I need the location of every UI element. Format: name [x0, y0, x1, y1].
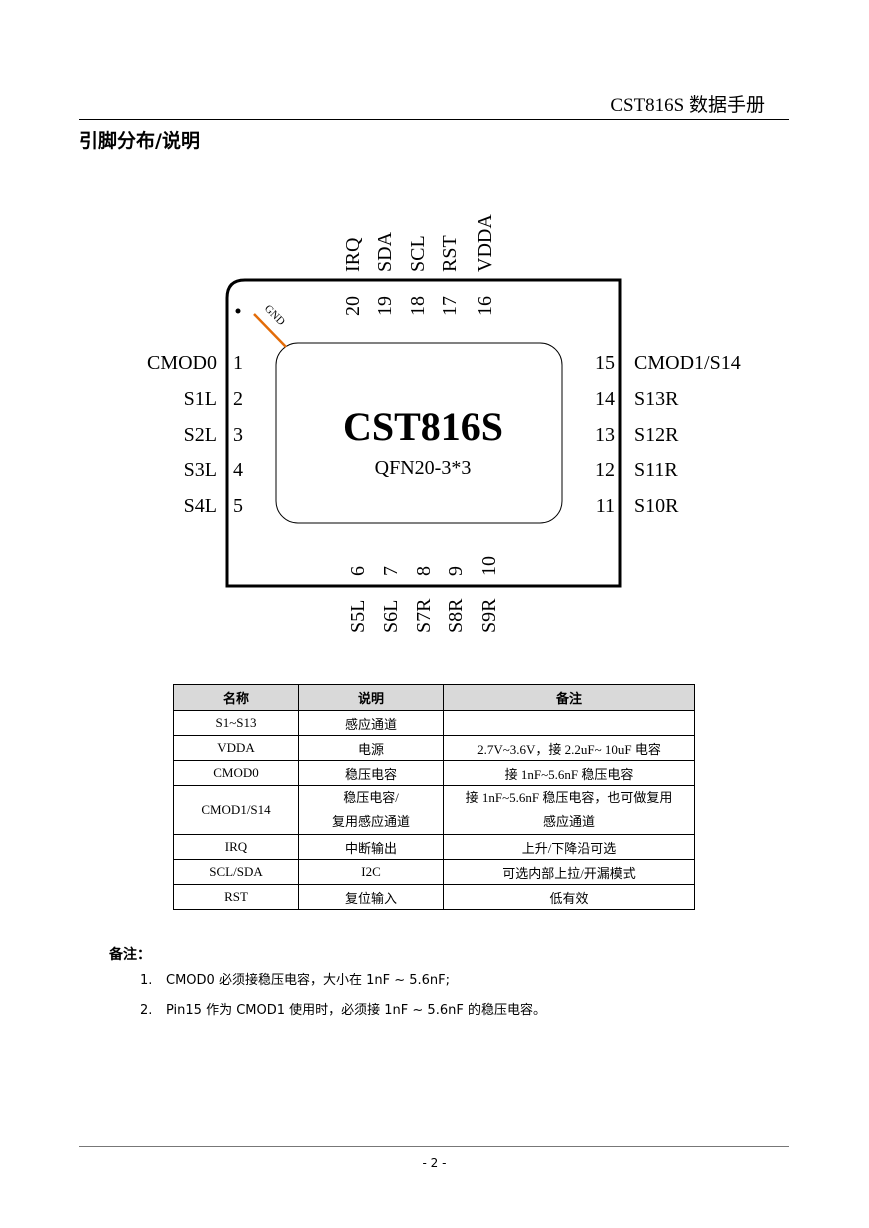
table-cell: 稳压电容: [298, 760, 444, 786]
pin-label: S9R: [478, 598, 500, 633]
chip-die: [275, 342, 563, 524]
pin-number: 3: [233, 424, 243, 446]
column-header-description: 说明: [298, 684, 444, 711]
list-item: 2. Pin15 作为 CMOD1 使用时，必须接 1nF ~ 5.6nF 的稳压…: [140, 996, 546, 1026]
pin-label: S6L: [380, 600, 402, 633]
table-cell: 接 1nF~5.6nF 稳压电容，也可做复用 感应通道: [443, 785, 695, 835]
pin-number: 2: [233, 388, 243, 410]
right-pins: 15 CMOD1/S14 14 S13R 13 S12R 12 S11R 11 …: [595, 352, 741, 517]
table-cell: [443, 710, 695, 736]
table-cell: CMOD1/S14: [173, 785, 299, 835]
pin-label: SDA: [374, 231, 396, 272]
pin-number: 7: [380, 566, 402, 576]
table-cell: 稳压电容/ 复用感应通道: [298, 785, 444, 835]
pin-label: IRQ: [342, 237, 364, 272]
pin-label: S1L: [184, 388, 217, 410]
table-row: IRQ 中断输出 上升/下降沿可选: [173, 834, 695, 860]
table-row: CMOD0 稳压电容 接 1nF~5.6nF 稳压电容: [173, 760, 695, 786]
pin-number: 15: [595, 352, 615, 374]
list-item-text: CMOD0 必须接稳压电容，大小在 1nF ~ 5.6nF;: [166, 973, 450, 988]
table-cell: 低有效: [443, 884, 695, 910]
pin-label: SCL: [407, 235, 429, 272]
pin-number: 8: [413, 566, 435, 576]
pin-description-table: 名称 说明 备注 S1~S13 感应通道 VDDA 电源 2.7V~3.6V，接…: [173, 684, 695, 910]
table-row: SCL/SDA I2C 可选内部上拉/开漏模式: [173, 859, 695, 885]
pin-number: 18: [407, 296, 429, 316]
pin-number: 9: [445, 566, 467, 576]
table-row: CMOD1/S14 稳压电容/ 复用感应通道 接 1nF~5.6nF 稳压电容，…: [173, 785, 695, 835]
pin-number: 1: [233, 352, 243, 374]
list-item-text: Pin15 作为 CMOD1 使用时，必须接 1nF ~ 5.6nF 的稳压电容…: [166, 1003, 546, 1018]
pin-number: 11: [596, 495, 615, 517]
header-divider: [79, 119, 789, 120]
footer-divider: [79, 1146, 789, 1147]
pin-label: CMOD0: [147, 352, 217, 374]
pin-number: 19: [374, 296, 396, 316]
pin-number: 4: [233, 459, 243, 481]
left-pins: CMOD0 1 S1L 2 S2L 3 S3L 4 S4L 5: [147, 352, 243, 517]
table-cell: 感应通道: [298, 710, 444, 736]
table-row: S1~S13 感应通道: [173, 710, 695, 736]
pin-number: 6: [347, 566, 369, 576]
page-number: - 2 -: [422, 1156, 447, 1170]
table-cell: 中断输出: [298, 834, 444, 860]
pin-label: S11R: [634, 459, 678, 481]
table-cell: I2C: [298, 859, 444, 885]
table-cell: 可选内部上拉/开漏模式: [443, 859, 695, 885]
column-header-remarks: 备注: [443, 684, 695, 711]
table-cell: 上升/下降沿可选: [443, 834, 695, 860]
pin-label: S4L: [184, 495, 217, 517]
pin-label: CMOD1/S14: [634, 352, 741, 374]
table-cell: 2.7V~3.6V，接 2.2uF~ 10uF 电容: [443, 735, 695, 761]
pin-number: 10: [478, 556, 500, 576]
table-cell: VDDA: [173, 735, 299, 761]
table-cell: RST: [173, 884, 299, 910]
chip-package: QFN20-3*3: [375, 457, 472, 479]
list-item: 1. CMOD0 必须接稳压电容，大小在 1nF ~ 5.6nF;: [140, 966, 546, 996]
gnd-label: GND: [262, 303, 287, 328]
pin-label: S2L: [184, 424, 217, 446]
table-row: RST 复位输入 低有效: [173, 884, 695, 910]
pin-number: 5: [233, 495, 243, 517]
notes-title: 备注：: [109, 947, 151, 963]
pin-label: S5L: [347, 600, 369, 633]
top-pins: IRQ 20 SDA 19 SCL 18 RST 17 VDDA 16: [342, 214, 496, 316]
chip-name: CST816S: [343, 404, 503, 449]
pin-number: 17: [439, 296, 461, 316]
pin-label: S7R: [413, 598, 435, 633]
pin-label: RST: [439, 235, 461, 272]
column-header-name: 名称: [173, 684, 299, 711]
table-cell: 接 1nF~5.6nF 稳压电容: [443, 760, 695, 786]
section-title: 引脚分布/说明: [79, 130, 200, 152]
pin-label: S3L: [184, 459, 217, 481]
notes-list: 1. CMOD0 必须接稳压电容，大小在 1nF ~ 5.6nF; 2. Pin15…: [140, 966, 546, 1026]
pin-number: 20: [342, 296, 364, 316]
header-title: CST816S 数据手册: [610, 95, 765, 116]
bottom-pins: 6 S5L 7 S6L 8 S7R 9 S8R 10 S9R: [347, 556, 500, 633]
pin-label: S10R: [634, 495, 679, 517]
pin-number: 12: [595, 459, 615, 481]
table-cell: 复位输入: [298, 884, 444, 910]
table-header-row: 名称 说明 备注: [173, 684, 695, 711]
pin-label: S12R: [634, 424, 679, 446]
pin-number: 16: [474, 296, 496, 316]
gnd-line: [253, 313, 287, 348]
table-cell: S1~S13: [173, 710, 299, 736]
list-item-number: 1.: [140, 973, 153, 988]
table-cell: 电源: [298, 735, 444, 761]
chip-outline: [225, 278, 622, 588]
pin-number: 13: [595, 424, 615, 446]
pin-label: VDDA: [474, 214, 496, 272]
table-row: VDDA 电源 2.7V~3.6V，接 2.2uF~ 10uF 电容: [173, 735, 695, 761]
table-cell: SCL/SDA: [173, 859, 299, 885]
pinout-diagram: GND CST816S QFN20-3*3 CMOD0 1 S1L 2 S2L …: [147, 214, 741, 633]
pin-number: 14: [595, 388, 615, 410]
pin-label: S13R: [634, 388, 679, 410]
list-item-number: 2.: [140, 1003, 153, 1018]
table-cell: IRQ: [173, 834, 299, 860]
pin-label: S8R: [445, 598, 467, 633]
table-cell: CMOD0: [173, 760, 299, 786]
pin1-marker-dot: [235, 308, 241, 314]
